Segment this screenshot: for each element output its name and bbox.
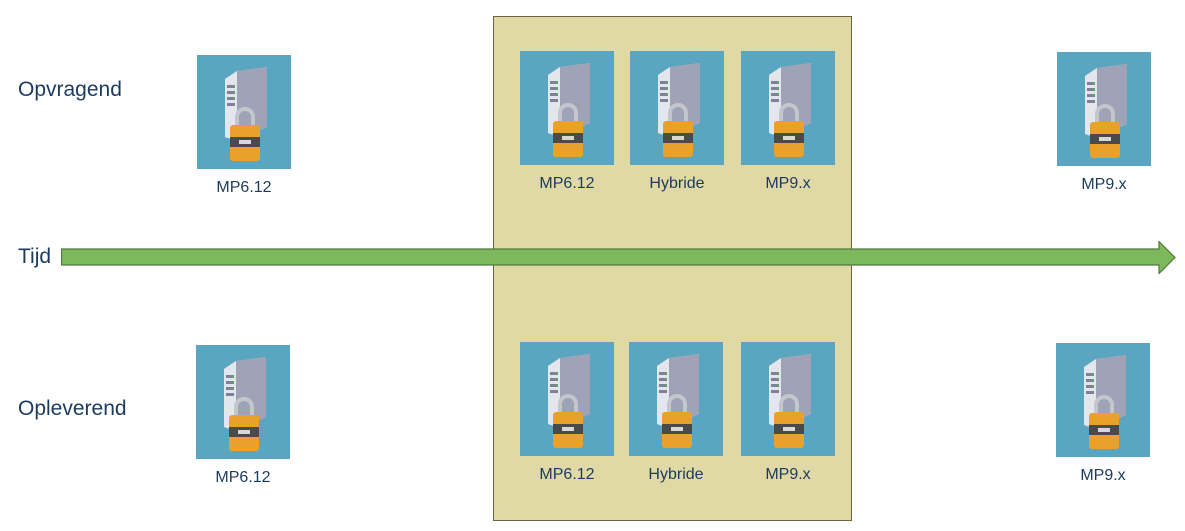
node-label: Hybride (649, 175, 705, 192)
node-label: MP9.x (765, 175, 811, 192)
locked-server-icon (520, 51, 614, 165)
node-bottom-mp9x-transition: MP9.x (741, 342, 835, 483)
node-top-mp9x-future: MP9.x (1057, 52, 1151, 193)
node-label: MP9.x (1080, 467, 1126, 484)
row-label-opleverend: Opleverend (18, 397, 127, 420)
node-top-mp612-transition: MP6.12 (520, 51, 614, 192)
locked-server-icon (197, 55, 291, 169)
node-label: MP9.x (765, 466, 811, 483)
node-bottom-mp612-transition: MP6.12 (520, 342, 614, 483)
locked-server-icon (741, 342, 835, 456)
node-label: MP6.12 (215, 469, 271, 486)
node-bottom-mp612-current: MP6.12 (196, 345, 290, 486)
node-bottom-hybride: Hybride (629, 342, 723, 483)
timeline-label: Tijd (18, 245, 52, 268)
timeline-arrow-icon (61, 241, 1176, 274)
node-label: MP9.x (1081, 176, 1127, 193)
locked-server-icon (630, 51, 724, 165)
locked-server-icon (196, 345, 290, 459)
locked-server-icon (520, 342, 614, 456)
row-label-opvragend: Opvragend (18, 78, 122, 101)
locked-server-icon (629, 342, 723, 456)
locked-server-icon (741, 51, 835, 165)
locked-server-icon (1057, 52, 1151, 166)
node-label: MP6.12 (216, 179, 272, 196)
node-label: Hybride (648, 466, 704, 483)
node-top-hybride: Hybride (630, 51, 724, 192)
node-top-mp9x-transition: MP9.x (741, 51, 835, 192)
node-top-mp612-current: MP6.12 (197, 55, 291, 196)
node-label: MP6.12 (539, 466, 595, 483)
locked-server-icon (1056, 343, 1150, 457)
node-label: MP6.12 (539, 175, 595, 192)
node-bottom-mp9x-future: MP9.x (1056, 343, 1150, 484)
